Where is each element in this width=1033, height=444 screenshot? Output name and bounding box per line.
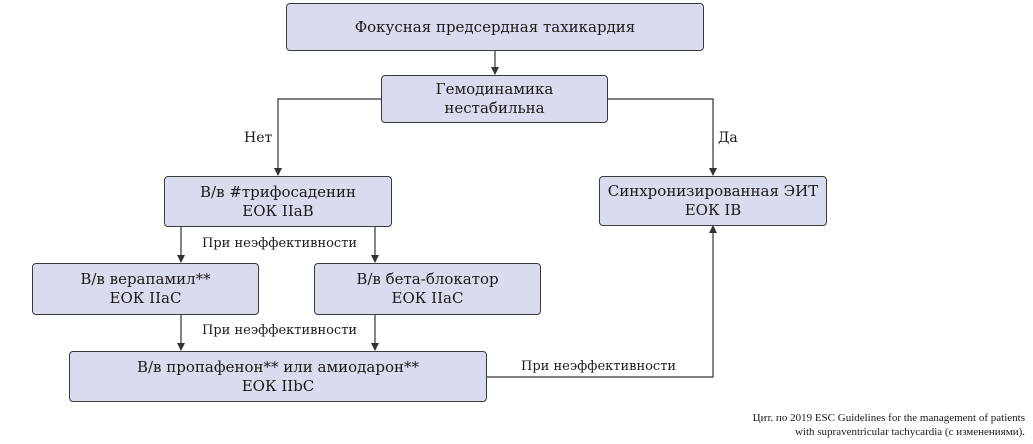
node-hemodynamics-unstable: Гемодинамика нестабильна: [381, 75, 608, 123]
node-synchronized-eit: Синхронизированная ЭИТ ЕОК IB: [599, 176, 827, 226]
node-trifosadenine: В/в #трифосаденин ЕОК IIaB: [164, 176, 392, 227]
node-start-text: Фокусная предсердная тахикардия: [354, 17, 636, 36]
node-beta-line1: В/в бета-блокатор: [356, 270, 499, 288]
edge-hemo-trifos: [274, 98, 381, 176]
node-beta-blocker: В/в бета-блокатор ЕОК IIaC: [314, 263, 541, 315]
node-propafenone-amiodarone: В/в пропафенон** или амиодарон** ЕОК IIb…: [69, 351, 487, 402]
node-hemo-line2: нестабильна: [444, 99, 545, 117]
edge-propaf-eit: [487, 225, 717, 378]
citation-line2: with supraventricular tachycardia (с изм…: [794, 426, 1025, 438]
citation-line1: Цит. по 2019 ESC Guidelines for the mana…: [752, 412, 1025, 424]
edge-hemo-eit: [608, 98, 717, 176]
node-eit-line1: Синхронизированная ЭИТ: [607, 182, 819, 200]
node-verapamil: В/в верапамил** ЕОК IIaC: [32, 263, 259, 315]
edge-label-ineffective-3: При неэффективности: [521, 359, 677, 374]
node-beta-line2: ЕОК IIaC: [391, 289, 464, 307]
node-trifos-line2: ЕОК IIaB: [242, 201, 314, 220]
node-trifos-line1: В/в #трифосаденин: [200, 182, 356, 201]
edge-label-ineffective-1: При неэффективности: [202, 236, 358, 251]
node-verap-line2: ЕОК IIaC: [109, 289, 182, 307]
node-eit-line2: ЕОК IB: [684, 201, 742, 219]
node-hemo-line1: Гемодинамика: [435, 80, 554, 98]
edge-label-ineffective-2: При неэффективности: [202, 323, 358, 338]
node-propaf-line1: В/в пропафенон** или амиодарон**: [136, 357, 419, 376]
node-verap-line1: В/в верапамил**: [80, 270, 211, 288]
node-focal-atrial-tachycardia: Фокусная предсердная тахикардия: [286, 3, 704, 51]
source-citation: Цит. по 2019 ESC Guidelines for the mana…: [753, 411, 1025, 439]
edge-label-no: Нет: [244, 130, 273, 146]
node-propaf-line2: ЕОК IIbC: [241, 376, 315, 395]
edge-label-yes: Да: [718, 130, 738, 146]
